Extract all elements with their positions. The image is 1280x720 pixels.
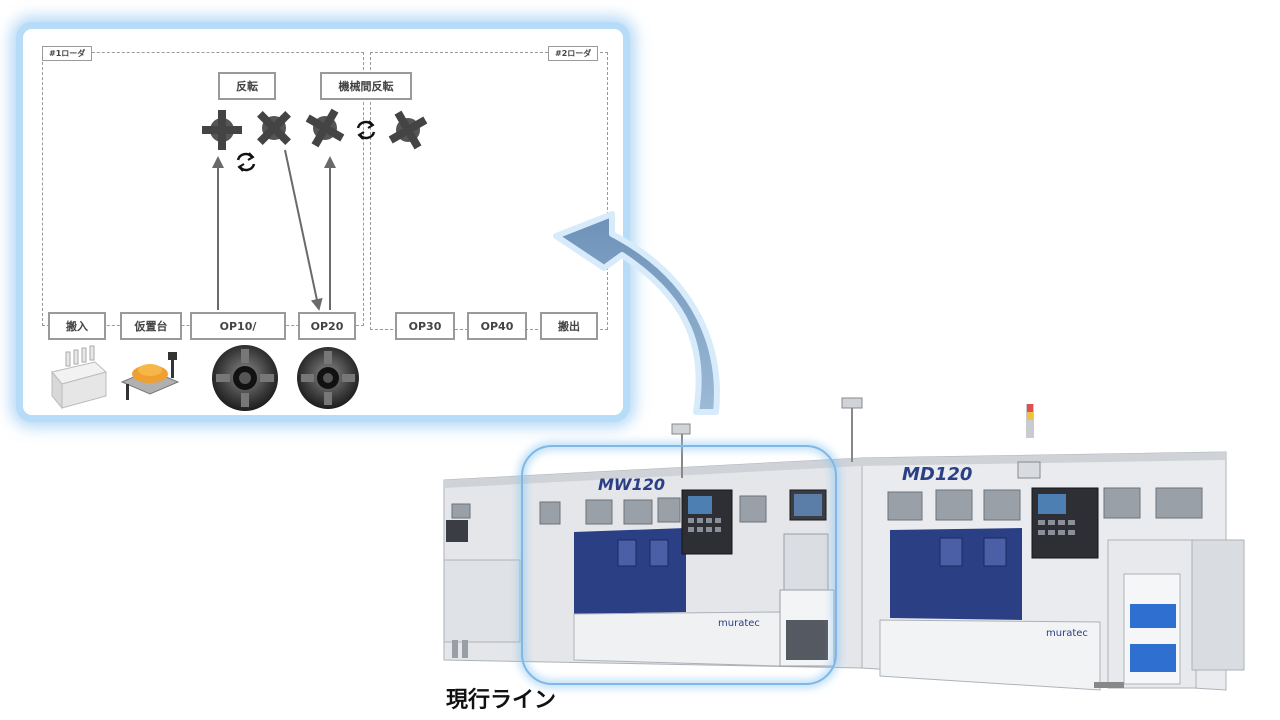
- machine-model-left: MW120: [598, 475, 665, 494]
- station-op40: OP40: [467, 312, 527, 340]
- gripper-hand-3: [305, 108, 345, 148]
- machine-line-photo: [443, 397, 1245, 691]
- op10-chuck-image: [212, 345, 278, 411]
- rotate-icon-2: [356, 120, 376, 140]
- gripper-hand-4: [388, 110, 428, 150]
- callout-arrow: [553, 211, 720, 415]
- station-carry-out: 搬出: [540, 312, 598, 340]
- inter-machine-flip-label: 機械間反転: [320, 72, 412, 100]
- station-op10: OP10/: [190, 312, 286, 340]
- brand-logo-left: muratec: [718, 618, 760, 629]
- current-line-caption: 現行ライン: [446, 688, 557, 713]
- brand-logo-right: muratec: [1046, 628, 1088, 639]
- loader1-tag: #1ローダ: [42, 46, 93, 61]
- gripper-hand-1: [202, 110, 242, 150]
- station-temp-stand: 仮置台: [120, 312, 182, 340]
- flip-label: 反転: [218, 72, 276, 100]
- station-carry-in: 搬入: [48, 312, 106, 340]
- rotate-icon: [236, 152, 256, 172]
- arrow-flip-down: [284, 149, 323, 311]
- loader2-tag: #2ローダ: [548, 46, 599, 61]
- transfer-arrows: [212, 149, 336, 311]
- temp-stand-image: [120, 352, 180, 400]
- op20-chuck-image: [297, 347, 359, 409]
- station-op20: OP20: [298, 312, 356, 340]
- carry-in-tray-image: [51, 345, 108, 410]
- machine-model-right: MD120: [902, 464, 972, 485]
- gripper-hand-2: [257, 111, 291, 145]
- station-op30: OP30: [395, 312, 455, 340]
- current-line-highlight: [521, 445, 837, 685]
